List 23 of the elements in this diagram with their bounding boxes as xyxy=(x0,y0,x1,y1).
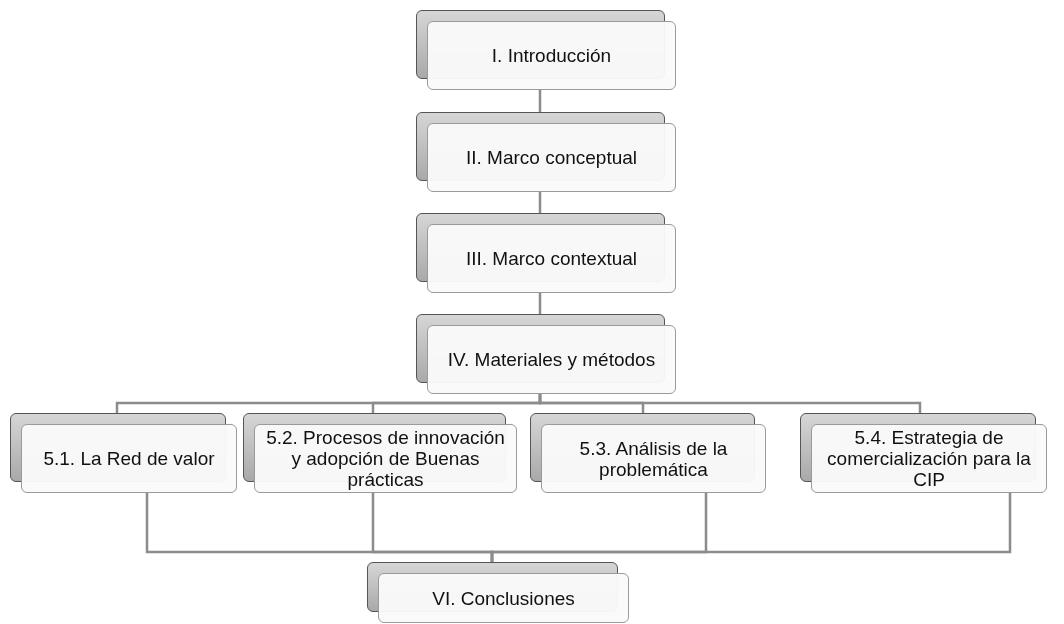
stacked-card xyxy=(416,213,676,293)
box-label: I. Introducción xyxy=(491,45,612,66)
stacked-card xyxy=(416,10,676,90)
connector-line xyxy=(538,192,542,213)
box-label: 5.3. Análisis de la problemática xyxy=(578,437,729,480)
stacked-card xyxy=(530,413,766,493)
connector-line xyxy=(490,493,1012,562)
stacked-card xyxy=(10,413,237,493)
stacked-card xyxy=(416,314,676,394)
stacked-card xyxy=(367,562,629,623)
stacked-card xyxy=(243,413,517,493)
box-label: 5.4. Estrategia de comercialización para la CIP xyxy=(826,427,1032,490)
stacked-card xyxy=(416,112,676,192)
connector-line xyxy=(538,90,542,112)
box-label: III. Marco contextual xyxy=(465,248,638,269)
connector-line xyxy=(538,293,542,314)
connector-line xyxy=(538,394,922,413)
stacked-card xyxy=(800,413,1047,493)
box-label: VI. Conclusiones xyxy=(432,587,575,609)
box-label: 5.1. La Red de valor xyxy=(43,448,215,469)
box-label: 5.2. Procesos de innovación y adopción de Buenas prácticas xyxy=(265,427,506,490)
box-label: II. Marco conceptual xyxy=(465,147,638,168)
box-label: IV. Materiales y métodos xyxy=(447,349,656,370)
